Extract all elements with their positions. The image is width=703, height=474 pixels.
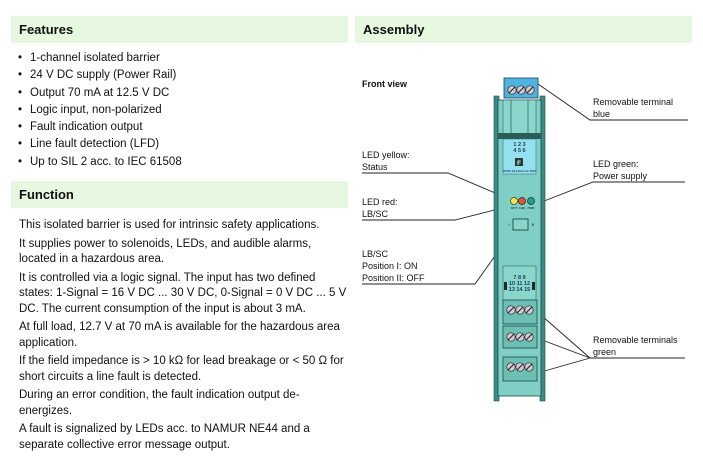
- callout-text: LED yellow:: [362, 150, 410, 160]
- led-label-chk: CHK: [519, 206, 526, 210]
- switch-position-ii: II: [532, 222, 534, 227]
- bottom-terminal-numbers-row3: 13 14 15: [509, 287, 530, 293]
- feature-item: Line fault detection (LFD): [18, 136, 182, 153]
- callout-led-yellow: LED yellow: Status: [362, 149, 410, 173]
- callout-switch: LB/SC Position I: ON Position II: OFF: [362, 248, 425, 284]
- screw-icon: [525, 85, 535, 95]
- callout-text: green: [593, 347, 617, 357]
- screw-icon: [515, 332, 525, 342]
- feature-item: Logic input, non-polarized: [18, 102, 182, 119]
- callout-line-terminal-blue: [537, 83, 688, 121]
- screw-icon: [507, 85, 517, 95]
- callout-text: Position I: ON: [362, 261, 418, 271]
- callout-text: Position II: OFF: [362, 273, 425, 283]
- screw-icon: [506, 362, 516, 372]
- terminal-block-green-3: [502, 356, 538, 382]
- screw-icon: [524, 332, 534, 342]
- function-header: Function: [11, 181, 348, 208]
- features-list: 1-channel isolated barrier 24 V DC suppl…: [18, 50, 182, 171]
- screw-icon: [524, 362, 534, 372]
- assembly-header: Assembly: [355, 16, 692, 43]
- svg-text:F: F: [517, 161, 521, 167]
- callout-line-led-yellow: [362, 172, 515, 202]
- terminal-block-green-1: [502, 299, 538, 325]
- screw-icon: [506, 305, 516, 315]
- function-paragraph: At full load, 12.7 V at 70 mA is availab…: [19, 321, 340, 349]
- callout-text: LB/SC: [362, 209, 389, 219]
- lbsc-switch: [512, 218, 529, 231]
- front-view-label: Front view: [362, 79, 408, 89]
- top-terminal-numbers-row1: 1 2 3: [513, 142, 525, 148]
- bottom-terminal-numbers-row2: 10 11 12: [509, 281, 530, 287]
- callout-text: Power supply: [593, 171, 648, 181]
- callout-text: blue: [593, 109, 611, 119]
- function-paragraph: A fault is signalized by LEDs acc. to NA…: [19, 423, 310, 451]
- callout-text: LED green:: [593, 159, 639, 169]
- callout-terminals-green: Removable terminals green: [593, 334, 678, 358]
- top-terminal-numbers-row2: 4 5 6: [513, 148, 525, 154]
- feature-item: 24 V DC supply (Power Rail): [18, 67, 182, 84]
- brand-logo-icon: [515, 158, 523, 166]
- function-text: This isolated barrier is used for intrin…: [19, 218, 349, 456]
- screw-icon: [515, 305, 525, 315]
- feature-item: 1-channel isolated barrier: [18, 50, 182, 67]
- callout-text: LED red:: [362, 197, 398, 207]
- led-green-icon: [527, 197, 535, 205]
- function-paragraph: This isolated barrier is used for intrin…: [19, 219, 320, 231]
- function-paragraph: It is controlled via a logic signal. The…: [19, 271, 347, 315]
- feature-item: Up to SIL 2 acc. to IEC 61508: [18, 154, 182, 171]
- model-label: KFD2-SL2-Ex1.LK.1370: [503, 169, 536, 173]
- callout-led-red: LED red: LB/SC: [362, 196, 398, 220]
- screw-icon: [524, 305, 534, 315]
- screw-icon: [516, 85, 526, 95]
- features-header: Features: [11, 16, 348, 43]
- led-label-pwr: PWR: [528, 206, 536, 210]
- led-yellow-icon: [510, 197, 518, 205]
- callout-text: Removable terminal: [593, 97, 674, 107]
- terminal-block-blue: [503, 77, 539, 99]
- bottom-terminal-numbers-row1: 7 8 9: [513, 275, 525, 281]
- function-paragraph: It supplies power to solenoids, LEDs, an…: [19, 237, 312, 266]
- screw-icon: [515, 362, 525, 372]
- feature-item: Fault indication output: [18, 119, 182, 136]
- feature-item: Output 70 mA at 12.5 V DC: [18, 85, 182, 102]
- function-paragraph: If the field impedance is > 10 kΩ for le…: [19, 355, 344, 383]
- switch-position-i: I: [508, 222, 509, 227]
- callout-terminal-blue: Removable terminal blue: [593, 96, 673, 120]
- callout-text: LB/SC: [362, 249, 389, 259]
- device: 1 2 3 4 5 6 F KFD2-SL2-Ex1.LK.1370 OUT C…: [493, 95, 546, 402]
- screw-icon: [506, 332, 516, 342]
- function-paragraph: During an error condition, the fault ind…: [19, 389, 300, 417]
- callout-led-green: LED green: Power supply: [593, 158, 647, 182]
- callout-text: Status: [362, 162, 388, 172]
- led-label-out: OUT: [511, 206, 518, 210]
- callout-line-led-green: [538, 181, 685, 204]
- callout-text: Removable terminals: [593, 335, 678, 345]
- terminal-block-green-2: [502, 325, 538, 349]
- led-red-icon: [518, 197, 526, 205]
